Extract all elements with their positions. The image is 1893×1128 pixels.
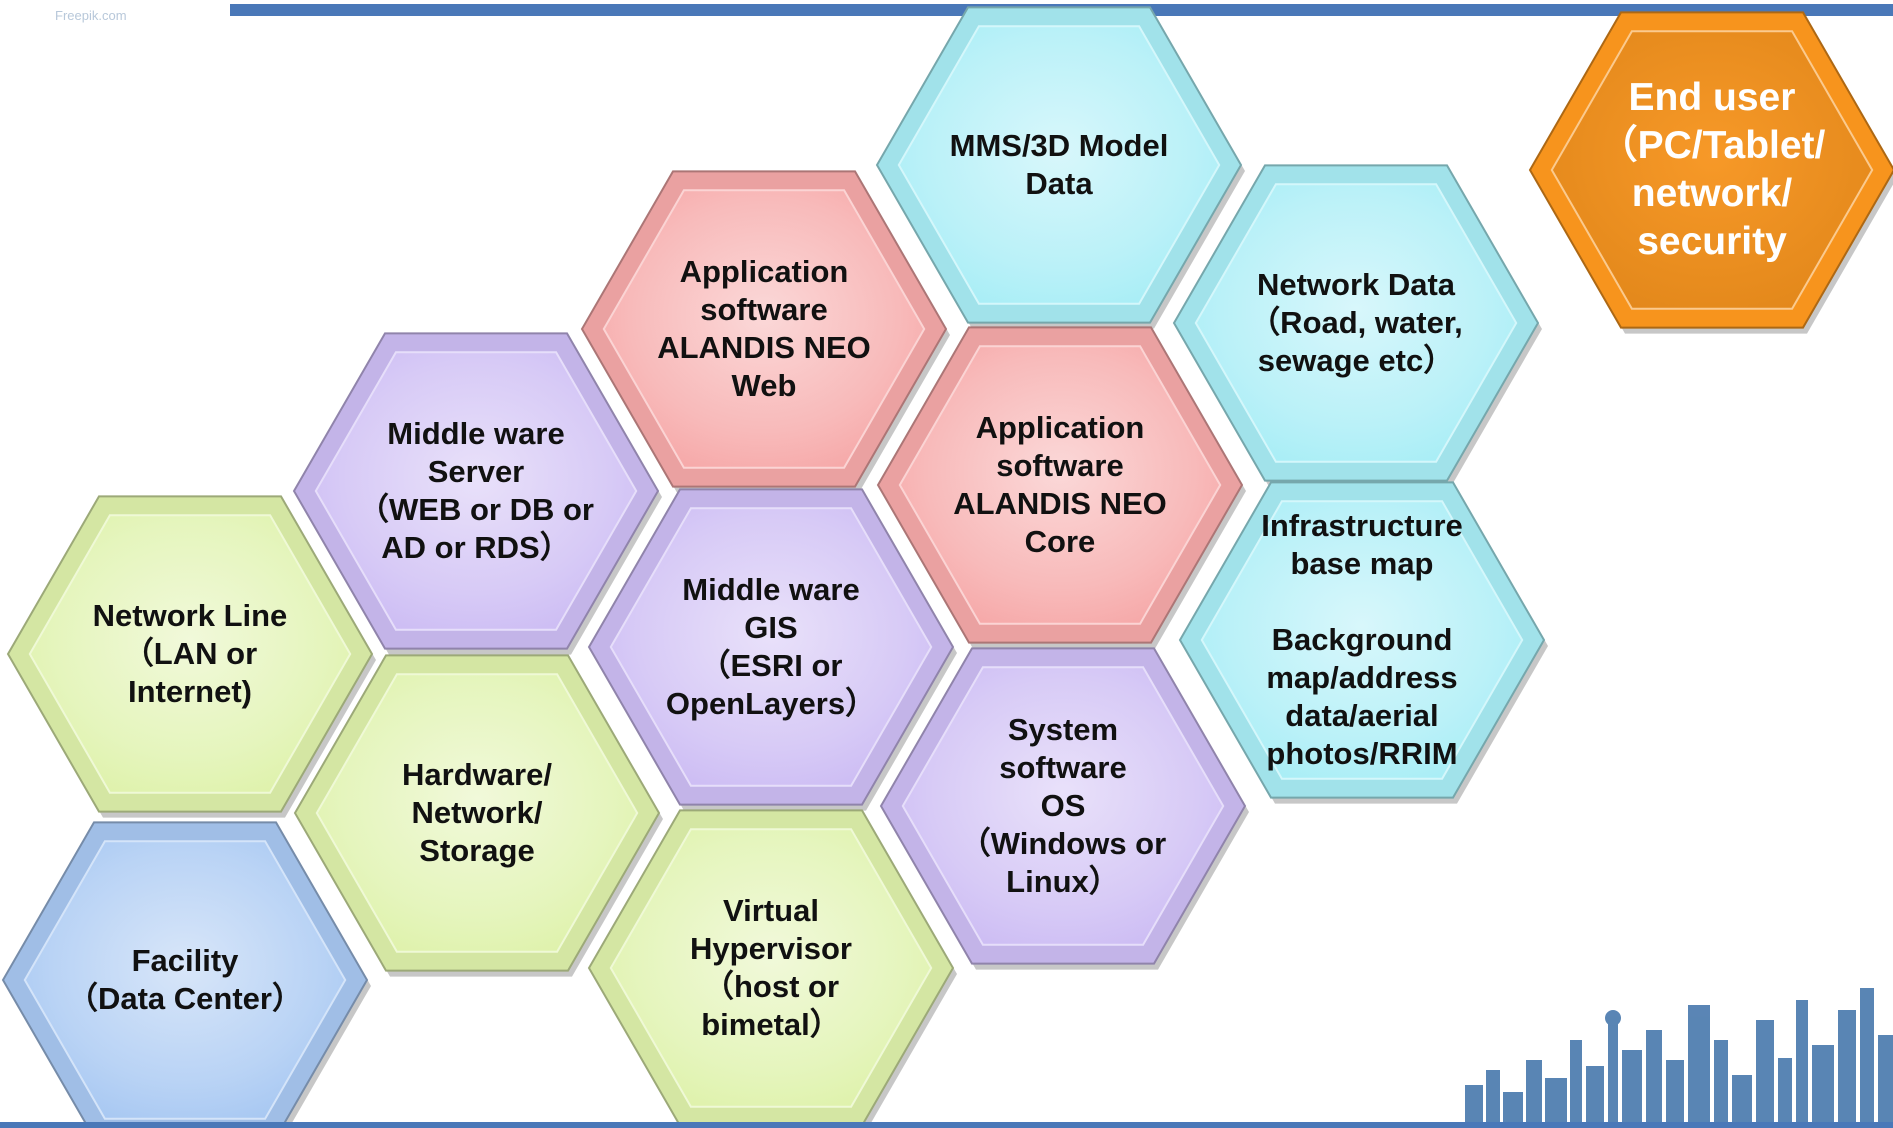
hexagon-inner: [897, 25, 1221, 305]
hexagon-application-software-web: [580, 170, 950, 493]
hexagon-inner: [23, 840, 347, 1120]
hexagon-system-software-os: [879, 647, 1249, 970]
hexagon-inner: [609, 507, 933, 787]
hexagon-application-software-core: [876, 326, 1246, 649]
footer-line: [0, 1122, 1893, 1128]
hexagon-mms-3d-model-data: [875, 6, 1245, 329]
hexagon-inner: [609, 828, 933, 1108]
hexagon-facility: [1, 821, 371, 1128]
hexagon-hardware-network-storage: [293, 654, 663, 977]
hexagon-inner: [898, 345, 1222, 625]
hexagon-infrastructure-base-map: [1178, 481, 1548, 804]
hexagon-middle-ware-gis: [587, 488, 957, 811]
city-skyline-image: [1465, 988, 1893, 1128]
hexagon-inner: [1550, 30, 1874, 310]
hexagon-virtual-hypervisor: [587, 809, 957, 1128]
hexagon-inner: [901, 666, 1225, 946]
hexagon-network-data: [1172, 164, 1542, 487]
hexagon-group: [1, 6, 1893, 1128]
hexagon-inner: [28, 514, 352, 794]
hexagon-network-line: [6, 495, 376, 818]
hexagon-inner: [315, 673, 639, 953]
hexagon-inner: [1194, 183, 1518, 463]
hexagon-inner: [1200, 500, 1524, 780]
hexagon-end-user: [1528, 11, 1893, 334]
hexagon-inner: [314, 351, 638, 631]
watermark: Freepik.com: [55, 8, 127, 23]
hexagon-middle-ware-server: [292, 332, 662, 655]
hexagon-inner: [602, 189, 926, 469]
